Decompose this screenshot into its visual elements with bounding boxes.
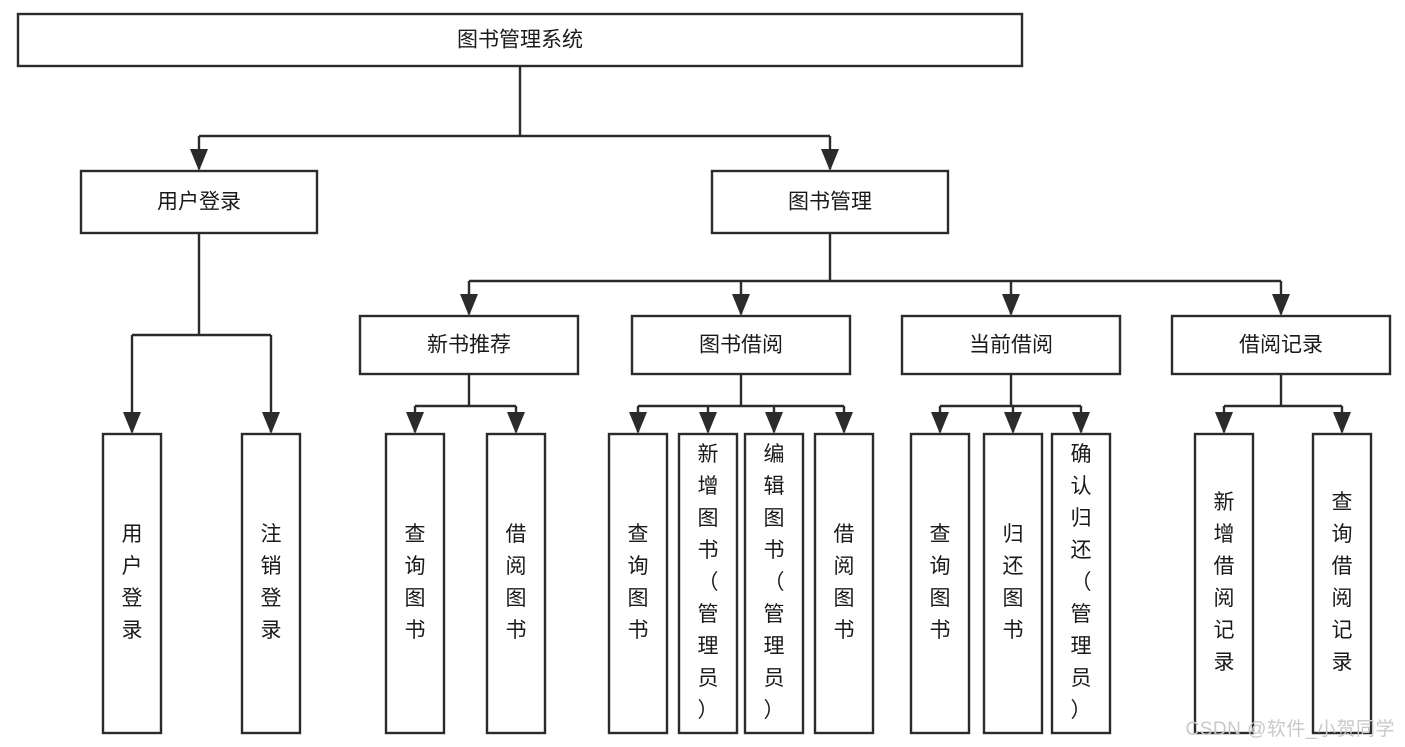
edge-new-book-recommend-arrow-1 — [507, 412, 525, 434]
node-book-borrow[interactable]: 图书借阅 — [630, 314, 852, 376]
edge-book-borrow-arrow-1 — [699, 412, 717, 434]
node-new-book-recommend[interactable]: 新书推荐 — [358, 314, 580, 376]
node-leaf-add-book-box[interactable] — [677, 432, 739, 735]
node-leaf-query-record-label: 查询借阅记录 — [1332, 491, 1353, 674]
node-leaf-return-book-box[interactable] — [982, 432, 1044, 735]
node-leaf-confirm-return[interactable]: 确认归还（管理员） — [1050, 432, 1112, 735]
node-leaf-query-book-2[interactable]: 查询图书 — [607, 432, 669, 735]
node-leaf-add-record-label: 新增借阅记录 — [1214, 491, 1235, 674]
edge-book-management-arrow-3 — [1272, 294, 1290, 316]
node-leaf-return-book-label: 归还图书 — [1003, 523, 1024, 642]
node-leaf-borrow-book-2[interactable]: 借阅图书 — [813, 432, 875, 735]
edge-borrow-record-arrow-1 — [1333, 412, 1351, 434]
node-leaf-logout[interactable]: 注销登录 — [240, 432, 302, 735]
node-book-management-box[interactable] — [710, 169, 950, 235]
edge-current-borrow-arrow-2 — [1072, 412, 1090, 434]
node-leaf-edit-book-box[interactable] — [743, 432, 805, 735]
node-leaf-logout-box[interactable] — [240, 432, 302, 735]
node-user-login[interactable]: 用户登录 — [79, 169, 319, 235]
node-leaf-query-record-box[interactable] — [1311, 432, 1373, 735]
connectors-layer — [123, 66, 1351, 434]
node-leaf-borrow-book-2-box[interactable] — [813, 432, 875, 735]
node-new-book-recommend-label: 新书推荐 — [427, 334, 511, 357]
node-leaf-confirm-return-box[interactable] — [1050, 432, 1112, 735]
node-root-system[interactable]: 图书管理系统 — [16, 12, 1024, 68]
node-leaf-query-book-1-box[interactable] — [384, 432, 446, 735]
node-leaf-query-record[interactable]: 查询借阅记录 — [1311, 432, 1373, 735]
node-leaf-query-book-1-label: 查询图书 — [405, 523, 426, 642]
edge-book-management-arrow-2 — [1002, 294, 1020, 316]
node-user-login-box[interactable] — [79, 169, 319, 235]
node-book-borrow-box[interactable] — [630, 314, 852, 376]
node-leaf-borrow-book-1-label: 借阅图书 — [506, 523, 527, 642]
node-current-borrow-label: 当前借阅 — [969, 334, 1053, 357]
watermark-text: CSDN @软件_小贺同学 — [1185, 719, 1395, 740]
edge-current-borrow-arrow-1 — [1004, 412, 1022, 434]
node-leaf-borrow-book-1-box[interactable] — [485, 432, 547, 735]
edge-current-borrow-arrow-0 — [931, 412, 949, 434]
edge-book-management-arrow-0 — [460, 294, 478, 316]
node-borrow-record-label: 借阅记录 — [1239, 334, 1323, 357]
node-leaf-borrow-book-2-label: 借阅图书 — [834, 523, 855, 642]
node-leaf-user-login-box[interactable] — [101, 432, 163, 735]
edge-book-borrow-arrow-2 — [765, 412, 783, 434]
node-book-management[interactable]: 图书管理 — [710, 169, 950, 235]
node-root-system-label: 图书管理系统 — [457, 29, 583, 52]
node-book-management-label: 图书管理 — [788, 191, 872, 214]
edge-book-borrow-arrow-0 — [629, 412, 647, 434]
node-leaf-edit-book[interactable]: 编辑图书（管理员） — [743, 432, 805, 735]
node-borrow-record[interactable]: 借阅记录 — [1170, 314, 1392, 376]
node-leaf-add-record[interactable]: 新增借阅记录 — [1193, 432, 1255, 735]
node-leaf-user-login[interactable]: 用户登录 — [101, 432, 163, 735]
node-leaf-borrow-book-1[interactable]: 借阅图书 — [485, 432, 547, 735]
node-leaf-query-book-2-label: 查询图书 — [628, 523, 649, 642]
edge-borrow-record-arrow-0 — [1215, 412, 1233, 434]
node-user-login-label: 用户登录 — [157, 191, 241, 214]
node-leaf-query-book-3-box[interactable] — [909, 432, 971, 735]
node-leaf-add-book[interactable]: 新增图书（管理员） — [677, 432, 739, 735]
node-leaf-user-login-label: 用户登录 — [122, 523, 143, 642]
edge-root-arrow-0 — [190, 149, 208, 171]
node-current-borrow-box[interactable] — [900, 314, 1122, 376]
node-leaf-edit-book-label: 编辑图书（管理员） — [764, 443, 785, 722]
node-leaf-query-book-1[interactable]: 查询图书 — [384, 432, 446, 735]
node-leaf-confirm-return-label: 确认归还（管理员） — [1071, 443, 1092, 722]
edge-user-login-arrow-1 — [262, 412, 280, 434]
node-leaf-logout-label: 注销登录 — [261, 523, 282, 642]
node-borrow-record-box[interactable] — [1170, 314, 1392, 376]
nodes-layer: 图书管理系统用户登录图书管理新书推荐图书借阅当前借阅借阅记录用户登录注销登录查询… — [16, 12, 1392, 735]
node-leaf-query-book-2-box[interactable] — [607, 432, 669, 735]
node-leaf-add-record-box[interactable] — [1193, 432, 1255, 735]
node-book-borrow-label: 图书借阅 — [699, 334, 783, 357]
node-leaf-query-book-3-label: 查询图书 — [930, 523, 951, 642]
node-leaf-add-book-label: 新增图书（管理员） — [698, 443, 719, 722]
edge-root-arrow-1 — [821, 149, 839, 171]
node-root-system-box[interactable] — [16, 12, 1024, 68]
node-leaf-query-book-3[interactable]: 查询图书 — [909, 432, 971, 735]
node-current-borrow[interactable]: 当前借阅 — [900, 314, 1122, 376]
edge-book-management-arrow-1 — [732, 294, 750, 316]
node-leaf-return-book[interactable]: 归还图书 — [982, 432, 1044, 735]
edge-book-borrow-arrow-3 — [835, 412, 853, 434]
edge-user-login-arrow-0 — [123, 412, 141, 434]
edge-new-book-recommend-arrow-0 — [406, 412, 424, 434]
node-new-book-recommend-box[interactable] — [358, 314, 580, 376]
